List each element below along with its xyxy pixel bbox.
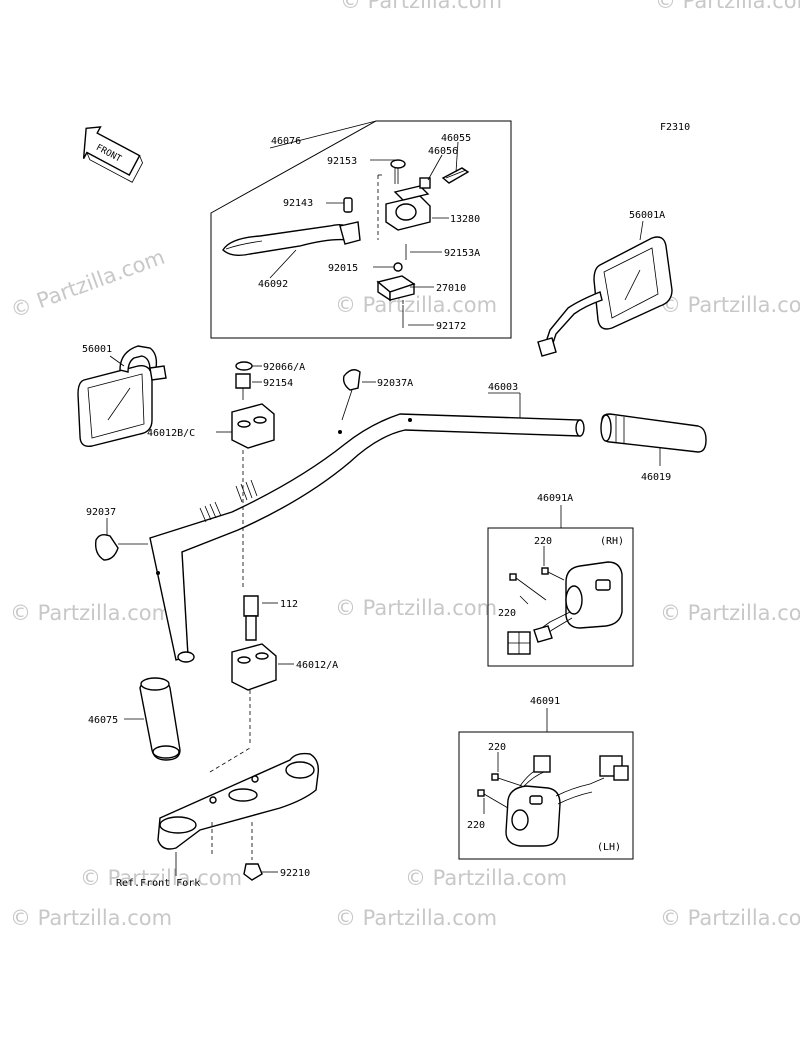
lh-wiring bbox=[519, 755, 629, 805]
label-92066: 92066/A bbox=[263, 362, 305, 373]
label-220-lh-top: 220 bbox=[488, 742, 506, 753]
label-92143: 92143 bbox=[283, 198, 313, 209]
left-grip bbox=[139, 677, 181, 761]
label-46075: 46075 bbox=[88, 715, 118, 726]
adjuster-nut bbox=[419, 177, 431, 189]
watermark-low-3: © Partzilla.com bbox=[660, 601, 800, 625]
lh-switch-housing bbox=[505, 785, 561, 847]
clutch-switch bbox=[376, 275, 416, 302]
label-112: 112 bbox=[280, 599, 298, 610]
label-92210: 92210 bbox=[280, 868, 310, 879]
label-46091a: 46091A bbox=[537, 493, 573, 504]
lh-screws bbox=[477, 752, 523, 814]
watermark-bottom-3: © Partzilla.com bbox=[660, 906, 800, 930]
label-56001a: 56001A bbox=[629, 210, 665, 221]
watermarks: © Partzilla.com © Partzilla.com © Partzi… bbox=[8, 0, 800, 930]
stem-nut bbox=[243, 863, 263, 881]
holder-bolt-112 bbox=[243, 595, 259, 641]
handlebar bbox=[149, 413, 585, 663]
label-92153a: 92153A bbox=[444, 248, 480, 259]
rh-switch-box bbox=[487, 527, 634, 667]
watermark-bottom-2: © Partzilla.com bbox=[335, 906, 497, 930]
adjuster-screw bbox=[441, 167, 470, 184]
rh-switch-housing bbox=[565, 561, 623, 629]
wire-clamp-a bbox=[341, 369, 361, 421]
label-46056: 46056 bbox=[428, 146, 458, 157]
label-92037a: 92037A bbox=[377, 378, 413, 389]
label-46019: 46019 bbox=[641, 472, 671, 483]
label-220-rh-top: 220 bbox=[534, 536, 552, 547]
label-92153: 92153 bbox=[327, 156, 357, 167]
pivot-bolt bbox=[390, 159, 406, 184]
watermark-mid-1: © Partzilla.com bbox=[335, 293, 497, 317]
label-56001: 56001 bbox=[82, 344, 112, 355]
collar bbox=[343, 197, 353, 213]
leaders-lever bbox=[269, 141, 459, 326]
label-46092: 46092 bbox=[258, 279, 288, 290]
label-46091: 46091 bbox=[530, 696, 560, 707]
label-220-rh-left: 220 bbox=[498, 608, 516, 619]
label-92154: 92154 bbox=[263, 378, 293, 389]
label-46003: 46003 bbox=[488, 382, 518, 393]
label-46012bc: 46012B/C bbox=[147, 428, 195, 439]
lower-holder bbox=[231, 643, 277, 691]
clutch-lever bbox=[222, 221, 361, 257]
part-labels: 46076 46055 46056 92153 92143 13280 9215… bbox=[82, 133, 671, 889]
label-rh: (RH) bbox=[600, 536, 624, 547]
holder-bolt bbox=[235, 373, 251, 400]
watermark-bottom-1: © Partzilla.com bbox=[10, 906, 172, 930]
label-lh: (LH) bbox=[597, 842, 621, 853]
label-13280: 13280 bbox=[450, 214, 480, 225]
cap bbox=[235, 361, 253, 371]
wire-clamp-left bbox=[94, 533, 148, 561]
label-220-lh-bottom: 220 bbox=[467, 820, 485, 831]
watermark-low-2: © Partzilla.com bbox=[335, 596, 497, 620]
rh-screws bbox=[509, 546, 565, 605]
right-mirror bbox=[537, 236, 673, 357]
watermark-mid-2: © Partzilla.com bbox=[660, 293, 800, 317]
label-46076: 46076 bbox=[271, 136, 301, 147]
watermark-low-1: © Partzilla.com bbox=[10, 601, 172, 625]
watermark-large: © Partzilla.com bbox=[8, 245, 168, 323]
rh-wiring bbox=[507, 611, 573, 655]
left-mirror bbox=[77, 345, 167, 447]
watermark-bottom-4: © Partzilla.com bbox=[80, 866, 242, 890]
figure-code: F2310 bbox=[660, 122, 690, 133]
label-92172: 92172 bbox=[436, 321, 466, 332]
lh-switch-box bbox=[458, 731, 634, 860]
right-grip bbox=[600, 413, 707, 453]
watermark-top-2: © Partzilla.com bbox=[655, 0, 800, 13]
label-27010: 27010 bbox=[436, 283, 466, 294]
label-ref-front-fork: Ref.Front Fork bbox=[116, 878, 200, 889]
upper-holder bbox=[231, 403, 275, 449]
lever-bracket bbox=[385, 185, 431, 231]
label-46055: 46055 bbox=[441, 133, 471, 144]
watermark-top-1: © Partzilla.com bbox=[340, 0, 502, 13]
label-92015: 92015 bbox=[328, 263, 358, 274]
label-92037: 92037 bbox=[86, 507, 116, 518]
lock-nut bbox=[393, 262, 403, 272]
upper-bracket bbox=[157, 752, 320, 850]
label-46012a: 46012/A bbox=[296, 660, 338, 671]
watermark-bottom-5: © Partzilla.com bbox=[405, 866, 567, 890]
lever-assembly-box bbox=[210, 120, 512, 339]
front-arrow-icon: FRONT bbox=[82, 126, 143, 183]
